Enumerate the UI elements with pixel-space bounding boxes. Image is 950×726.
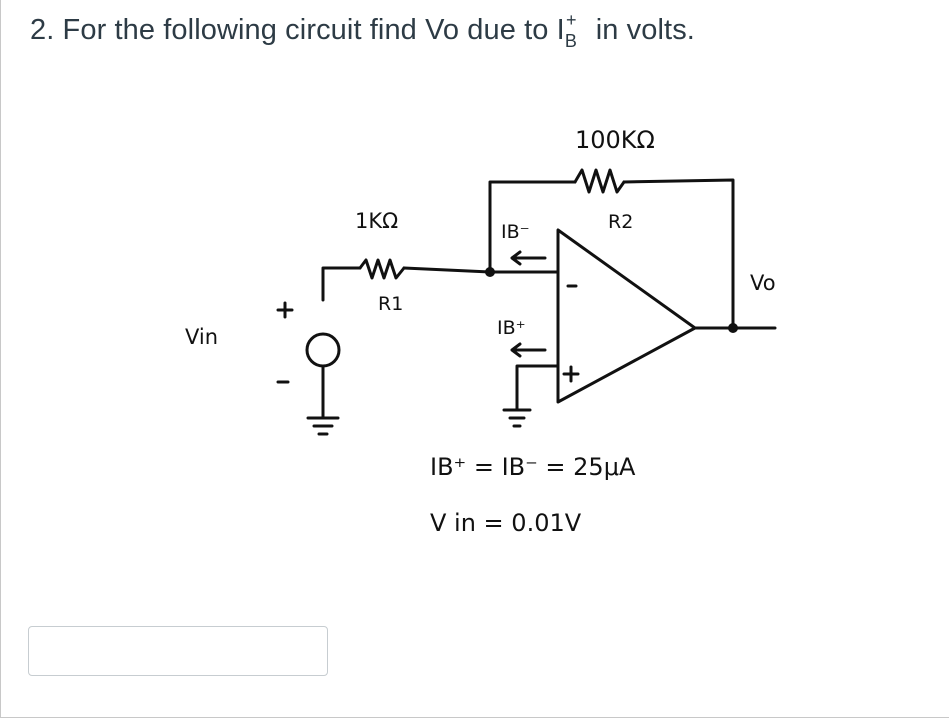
- r1-to-node-wire: [402, 266, 492, 274]
- voltage-source: [305, 332, 341, 368]
- question-prefix: 2. For the following circuit find Vo due…: [30, 14, 565, 46]
- feedback-wire-right: [622, 178, 735, 327]
- r2-name-label: R2: [608, 211, 633, 233]
- ib-plus-label: IB⁺: [497, 317, 526, 339]
- given-currents: IB⁺ = IB⁻ = 25μA: [430, 453, 636, 481]
- r1-resistor: [358, 258, 406, 280]
- question-superscript: +: [565, 10, 577, 30]
- r1-name-label: R1: [378, 293, 403, 315]
- noninverting-ground: [502, 408, 532, 428]
- feedback-wire-left: [488, 180, 577, 272]
- ib-plus-arrow: [510, 342, 547, 358]
- vo-label: Vo: [750, 271, 776, 295]
- r2-value-label: 100KΩ: [575, 126, 655, 154]
- ib-minus-label: IB⁻: [501, 221, 530, 243]
- opamp-triangle: [556, 228, 697, 404]
- amp-plus-mark: [562, 365, 580, 383]
- question-text: 2. For the following circuit find Vo due…: [30, 11, 695, 50]
- answer-input[interactable]: [28, 626, 328, 676]
- r1-value-label: 1KΩ: [355, 209, 398, 233]
- ib-minus-arrow: [510, 250, 547, 266]
- source-top-wire: [321, 266, 362, 302]
- question-subscript: B: [564, 31, 577, 51]
- node-dot: [485, 267, 495, 277]
- noninverting-wire: [515, 364, 560, 412]
- r2-resistor: [573, 168, 626, 194]
- given-vin: V in = 0.01V: [430, 509, 582, 537]
- output-node-dot: [728, 323, 738, 333]
- source-plus-mark: [276, 301, 294, 319]
- circuit-diagram: 100KΩ R2 1KΩ R1 IB⁻ IB⁺ Vin Vo IB⁺ = IB⁻…: [185, 126, 777, 537]
- source-ground: [306, 416, 340, 436]
- question-suffix: in volts.: [587, 14, 695, 46]
- vin-label: Vin: [185, 325, 218, 349]
